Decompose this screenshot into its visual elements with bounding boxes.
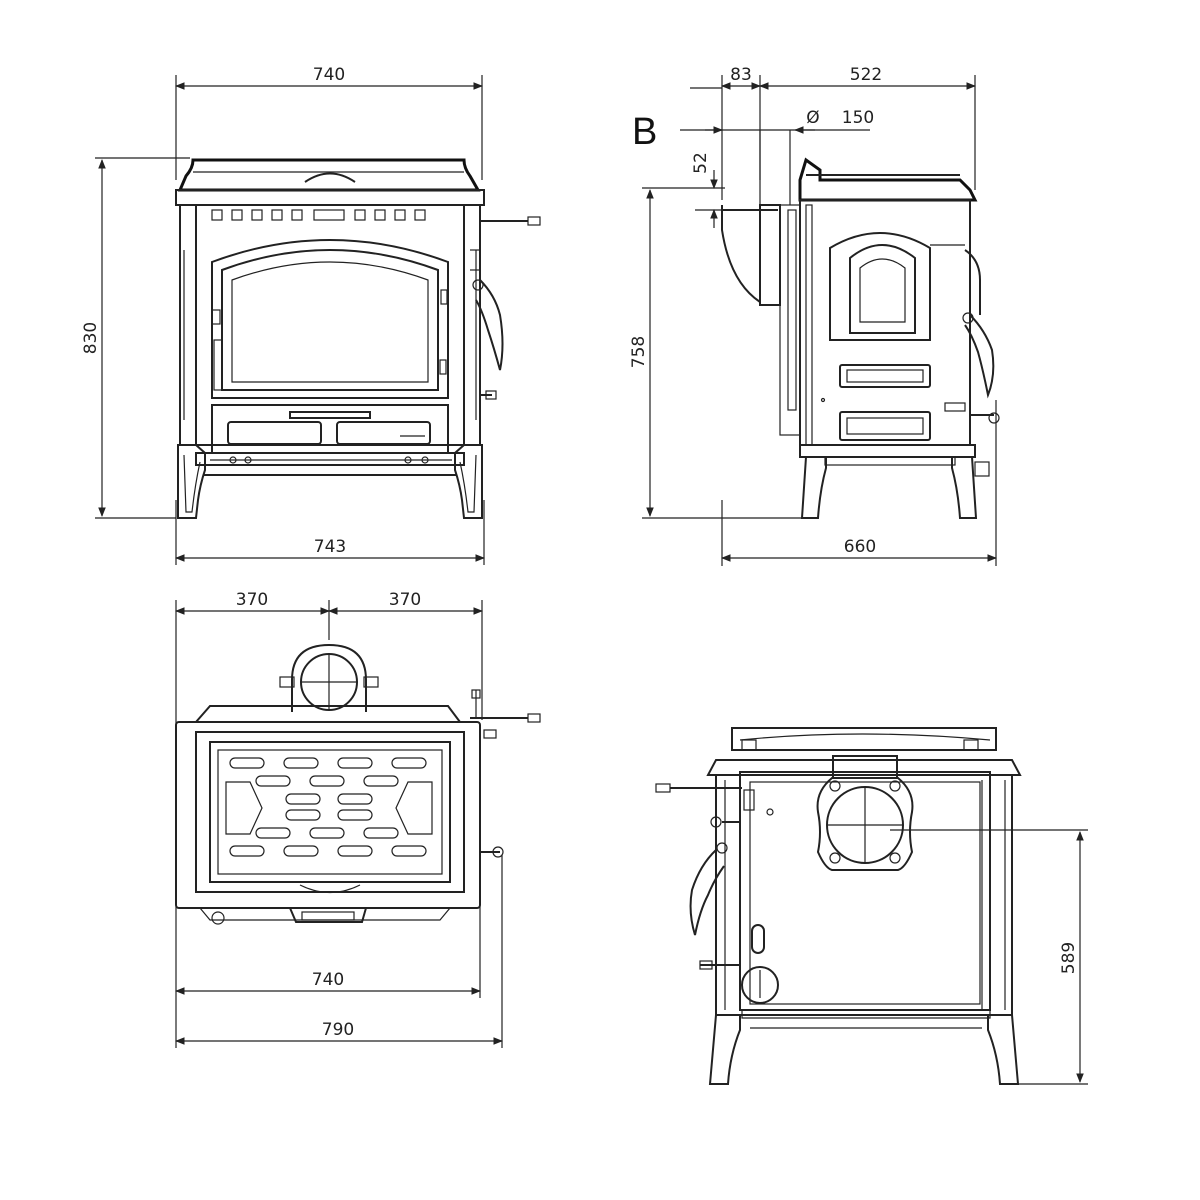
top-half-right-label: 370 (389, 590, 421, 610)
front-left-leg (177, 444, 206, 519)
side-flue-height-label: 758 (629, 336, 649, 368)
front-glass-door (211, 239, 449, 399)
side-door (829, 232, 931, 341)
top-width-overall-label: 790 (322, 1020, 354, 1040)
side-flue-diameter-label: 150 (842, 108, 874, 128)
rear-flue-outlet (816, 755, 914, 871)
front-height-label: 830 (81, 322, 101, 354)
top-width-body-label: 740 (312, 970, 344, 990)
view-label-b: B (632, 111, 657, 153)
top-flue-collar (279, 643, 379, 712)
front-width-top-label: 740 (313, 65, 345, 85)
front-stove-body (175, 158, 541, 519)
rear-view: 589 (655, 727, 1088, 1085)
side-flue-height-above-label: 52 (691, 152, 711, 174)
top-stove-body (175, 689, 541, 925)
rear-stove-body (655, 727, 1022, 1085)
rear-outlet-height-label: 589 (1059, 942, 1079, 974)
side-flue-offset-label: 83 (730, 65, 752, 85)
side-flue-collar (721, 130, 791, 306)
front-vent-holes (211, 209, 426, 221)
front-width-base-label: 743 (314, 537, 346, 557)
rear-left-leg (708, 1014, 741, 1085)
top-view: 370 370 740 790 (175, 590, 541, 1048)
side-front-leg (800, 456, 827, 519)
top-half-left-label: 370 (236, 590, 268, 610)
side-stove-body (779, 157, 1000, 519)
side-top-depth-label: 522 (850, 65, 882, 85)
side-diameter-symbol: Ø (806, 108, 819, 128)
front-view: 740 830 743 (81, 65, 541, 565)
side-rear-leg (951, 456, 978, 519)
front-right-leg (454, 444, 483, 519)
rear-right-leg (987, 1014, 1020, 1085)
side-depth-total-label: 660 (844, 537, 876, 557)
side-view: B 83 522 Ø 150 52 758 660 (629, 65, 1000, 566)
